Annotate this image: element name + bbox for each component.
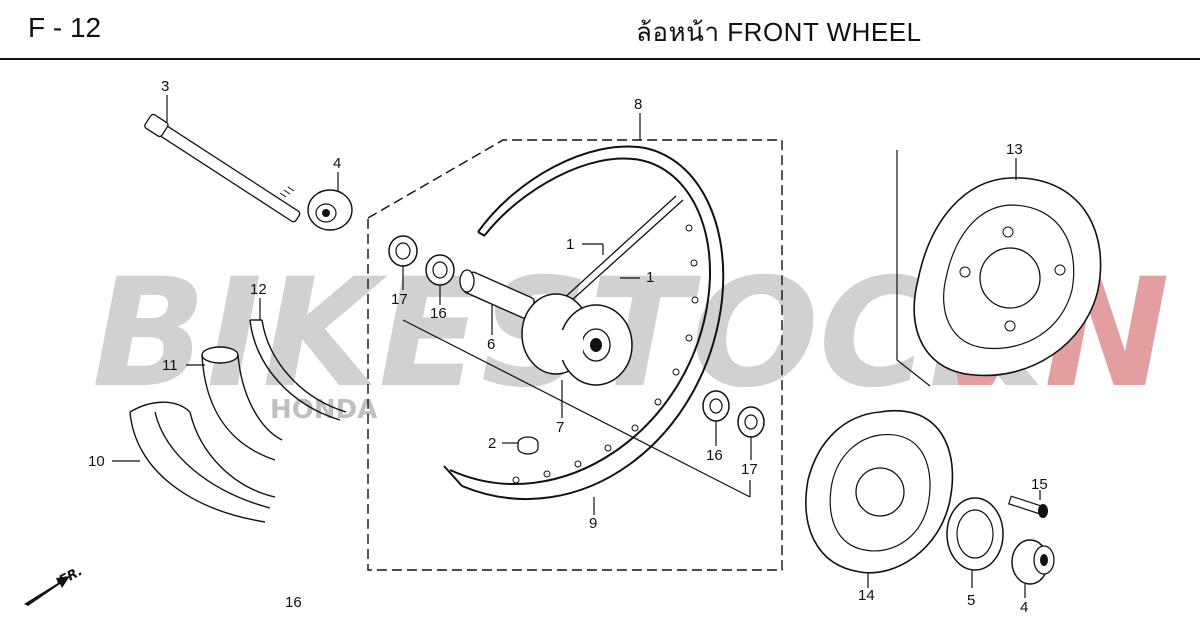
- wheel-rim[interactable]: [443, 145, 725, 501]
- page-code: F - 12: [28, 12, 102, 43]
- callout-2: 2: [488, 435, 496, 452]
- bearing-left-inner[interactable]: [425, 254, 455, 286]
- callout-1-b: 1: [646, 269, 654, 286]
- valve-cap-part[interactable]: [517, 436, 539, 455]
- callouts: 3 4 8 13 1 1 17 16 6 12 11 7 2 10 16 17 …: [88, 78, 1048, 616]
- tire-part[interactable]: [129, 401, 276, 523]
- brake-disc-lower[interactable]: [805, 409, 954, 574]
- brake-disc-upper[interactable]: [913, 177, 1102, 377]
- callout-7: 7: [556, 419, 564, 436]
- spokes[interactable]: [561, 195, 684, 301]
- assembly-frame: [367, 139, 783, 571]
- callout-16-b: 16: [706, 447, 723, 464]
- callout-6: 6: [487, 336, 495, 353]
- header-divider: [0, 58, 1200, 60]
- callout-14: 14: [858, 587, 875, 604]
- watermark-sublogo: HONDA: [270, 395, 377, 425]
- callout-17-b: 17: [741, 461, 758, 478]
- page-title: ล้อหน้า FRONT WHEEL: [636, 17, 922, 47]
- disc-bolt-part[interactable]: [1008, 495, 1048, 518]
- callout-10: 10: [88, 453, 105, 470]
- callout-13: 13: [1006, 141, 1023, 158]
- spoke-nipples: [512, 224, 699, 484]
- wheel-hub[interactable]: [521, 293, 633, 386]
- axle-collar-lower[interactable]: [1011, 539, 1055, 585]
- direction-marker: FR.: [24, 564, 85, 606]
- arrow-left-down-icon: [24, 576, 70, 606]
- callout-1-a: 1: [566, 236, 574, 253]
- bearing-right-outer[interactable]: [737, 406, 765, 438]
- inner-tube-part[interactable]: [201, 346, 283, 461]
- callout-9: 9: [589, 515, 597, 532]
- leader-lines: [112, 95, 1041, 598]
- callout-16-a: 16: [430, 305, 447, 322]
- axle-part[interactable]: [144, 113, 301, 223]
- bearing-right-inner[interactable]: [702, 390, 730, 422]
- axle-collar-part[interactable]: [307, 189, 353, 231]
- callout-4-top: 4: [333, 155, 341, 172]
- callout-16-c: 16: [285, 594, 302, 611]
- direction-label: FR.: [57, 564, 85, 589]
- callout-3: 3: [161, 78, 169, 95]
- callout-11: 11: [162, 357, 178, 374]
- callout-17-a: 17: [391, 291, 408, 308]
- callout-5: 5: [967, 592, 975, 609]
- callout-4-bottom: 4: [1020, 599, 1028, 616]
- callout-8: 8: [634, 96, 642, 113]
- callout-12: 12: [250, 281, 267, 298]
- bearing-left-outer[interactable]: [388, 235, 418, 267]
- callout-15: 15: [1031, 476, 1048, 493]
- pulser-ring-part[interactable]: [946, 497, 1004, 571]
